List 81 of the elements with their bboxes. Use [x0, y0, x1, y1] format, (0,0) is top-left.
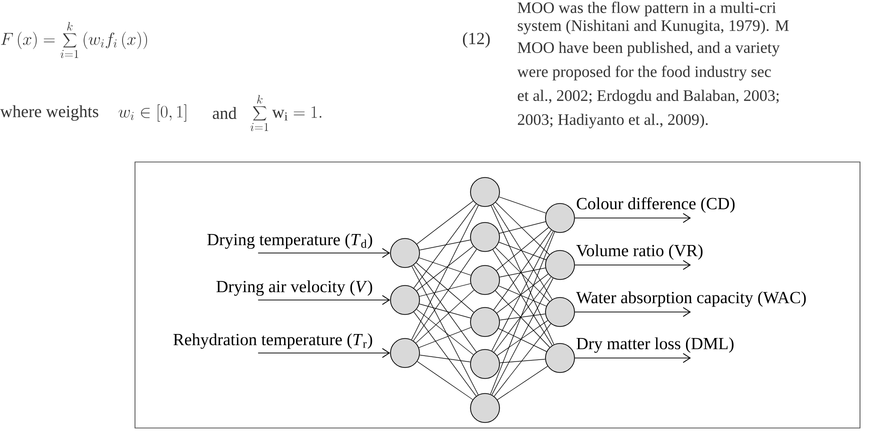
input-arrow: [258, 248, 390, 258]
connection-line: [498, 196, 546, 214]
connection-line: [499, 268, 546, 278]
connection-line: [419, 240, 471, 250]
output-arrow: [574, 213, 691, 223]
connection-line: [413, 248, 477, 342]
connection-line: [497, 366, 548, 400]
connection-line: [492, 278, 554, 396]
neuron-circle: [545, 203, 575, 233]
neuron-circle: [470, 349, 500, 379]
neuron-circle: [390, 285, 420, 315]
connection-line: [498, 242, 546, 260]
body-text: system (Nishitani and Kunugita, 1979). M: [518, 20, 789, 34]
input-label: Drying temperature (T$_{d}$): [207, 233, 372, 249]
body-text: et al., 2002; Erdogdu and Balaban, 2003;: [518, 90, 779, 104]
connection-line: [416, 309, 474, 355]
connection-line: [492, 230, 554, 352]
neuron-circle: [545, 297, 575, 327]
input-arrow: [258, 348, 390, 358]
connection-line: [414, 204, 476, 288]
connection-line: [414, 312, 476, 396]
equation: $w_i \in \left[0,1\right]$: [118, 104, 186, 122]
output-label: Volume ratio (VR): [576, 244, 703, 260]
connection-line: [495, 247, 550, 302]
connection-line: [416, 200, 474, 244]
connection-line: [418, 327, 472, 348]
connection-line: [413, 264, 477, 352]
body-text: MOO was the flow pattern in a multi-cri: [518, 2, 776, 16]
connection-line: [496, 320, 548, 356]
connection-line: [498, 328, 547, 352]
connection-line: [496, 227, 549, 271]
output-arrow: [574, 260, 691, 270]
connection-line: [493, 230, 552, 310]
neuron-circle: [470, 222, 500, 252]
output-arrow: [574, 307, 691, 317]
connection-line: [490, 232, 555, 394]
input-arrow: [258, 295, 390, 305]
connection-line: [416, 246, 474, 292]
neuron-circle: [470, 177, 500, 207]
connection-line: [416, 361, 474, 400]
connection-line: [495, 202, 550, 255]
neuron-circle: [470, 307, 500, 337]
output-label: Water absorption capacity (WAC): [576, 291, 806, 307]
connection-line: [418, 257, 472, 276]
connection-line: [416, 262, 474, 313]
output-label: Colour difference (CD): [576, 197, 735, 213]
connection-line: [419, 354, 471, 362]
body-text: MOO have been published, and a variety: [518, 42, 780, 56]
connection-line: [495, 290, 550, 348]
input-label: Drying air velocity (V): [216, 280, 372, 296]
connection-line: [412, 266, 478, 396]
connection-line: [419, 304, 471, 318]
connection-line: [490, 205, 554, 345]
connection-line: [492, 204, 552, 300]
output-label: Dry matter loss (DML): [576, 337, 734, 353]
neuron-circle: [470, 265, 500, 295]
output-arrow: [574, 353, 691, 363]
connection-line: [500, 358, 546, 364]
body-text: and: [212, 107, 237, 119]
equation: $\sum_{i=1}^{k}\mathrm{w}_\mathrm{i}=1.$: [250, 95, 322, 132]
connection-line: [494, 323, 552, 397]
connection-line: [496, 274, 548, 314]
connection-line: [494, 276, 552, 352]
connection-line: [411, 205, 479, 340]
connection-line: [499, 314, 546, 320]
connection-line: [419, 283, 471, 297]
neuron-circle: [545, 343, 575, 373]
neuron-circle: [545, 250, 575, 280]
neuron-circle: [390, 238, 420, 268]
input-label: Rehydration temperature (T$_{r}$): [173, 333, 372, 349]
connection-line: [492, 249, 552, 346]
connection-line: [416, 290, 474, 344]
neuron-circle: [390, 338, 420, 368]
connection-line: [499, 221, 546, 234]
body-text: where weights: [0, 105, 98, 121]
equation: $F\left(x\right)=\sum_{i=1}^{k}\left(w_i f_i\left(x\right)\right)$: [1, 22, 148, 58]
connection-line: [498, 286, 547, 306]
body-text: were proposed for the food industry sec: [517, 66, 771, 80]
equation-number: (12): [462, 32, 490, 48]
body-text: 2003; Hadiyanto et al., 2009).: [518, 114, 708, 128]
neuron-circle: [470, 393, 500, 423]
